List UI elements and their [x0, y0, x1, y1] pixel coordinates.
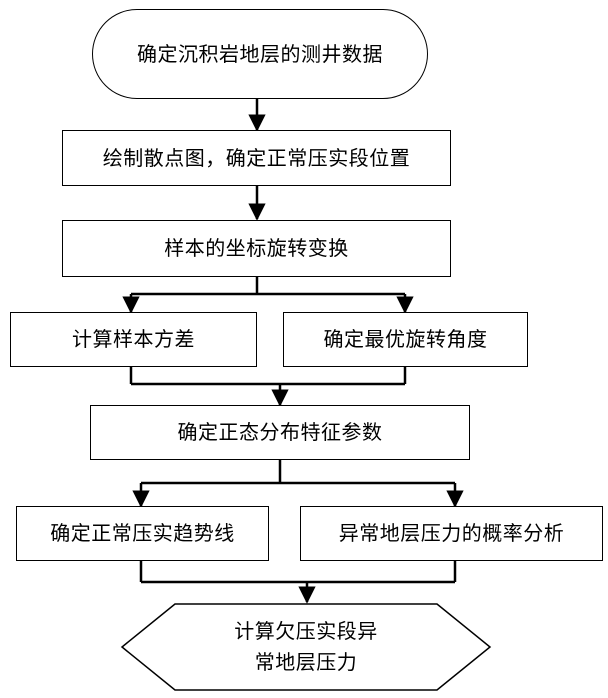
start-label: 确定沉积岩地层的测井数据 — [137, 42, 383, 67]
step-sample-variance-label: 计算样本方差 — [72, 327, 195, 352]
step-coordinate-rotation-label: 样本的坐标旋转变换 — [164, 236, 349, 261]
step-normal-params: 确定正态分布特征参数 — [90, 405, 470, 460]
step-draw-scatter: 绘制散点图，确定正常压实段位置 — [62, 130, 451, 186]
end-label-line1: 计算欠压实段异 — [234, 616, 378, 647]
start-terminal: 确定沉积岩地层的测井数据 — [92, 9, 428, 99]
step-optimal-angle-label: 确定最优旋转角度 — [324, 327, 488, 352]
step-draw-scatter-label: 绘制散点图，确定正常压实段位置 — [103, 146, 411, 171]
step-compaction-trend: 确定正常压实趋势线 — [16, 506, 269, 561]
step-compaction-trend-label: 确定正常压实趋势线 — [50, 521, 235, 546]
end-terminal: 计算欠压实段异 常地层压力 — [120, 604, 492, 690]
end-label-line2: 常地层压力 — [255, 647, 358, 678]
step-optimal-angle: 确定最优旋转角度 — [283, 312, 528, 367]
step-normal-params-label: 确定正态分布特征参数 — [178, 420, 383, 445]
step-sample-variance: 计算样本方差 — [10, 312, 257, 367]
step-probability-analysis-label: 异常地层压力的概率分析 — [339, 521, 565, 546]
step-coordinate-rotation: 样本的坐标旋转变换 — [62, 220, 451, 277]
step-probability-analysis: 异常地层压力的概率分析 — [300, 506, 603, 561]
